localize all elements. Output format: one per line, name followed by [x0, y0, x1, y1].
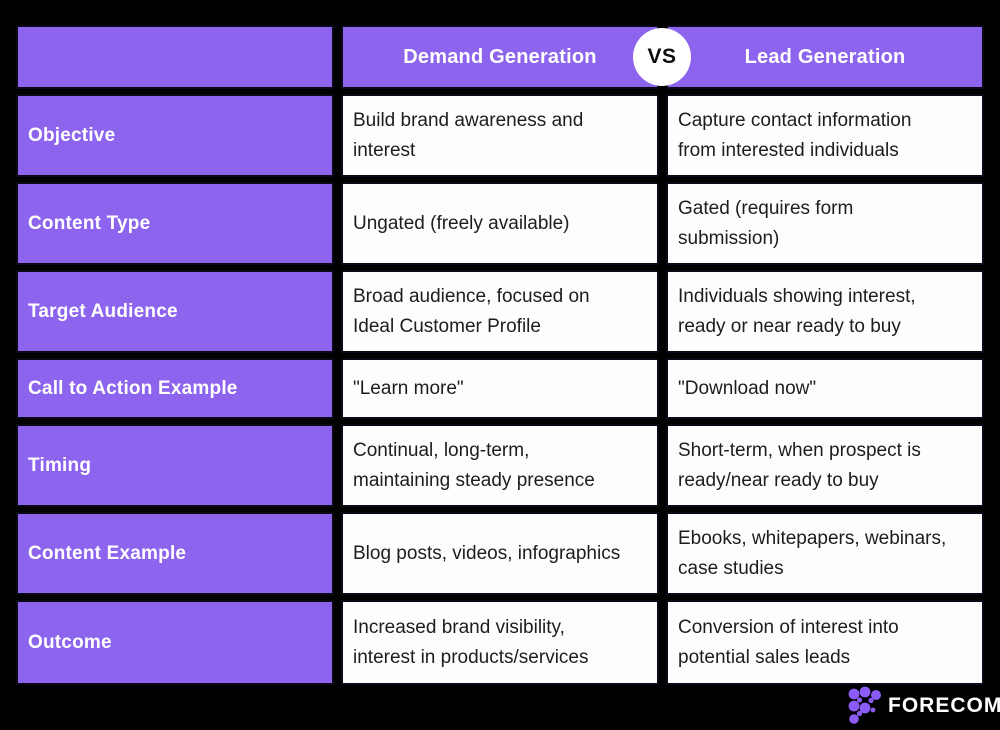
dot-cluster-icon	[846, 686, 882, 726]
cell-demand-outcome: Increased brand visibility, interest in …	[341, 600, 659, 685]
row-label-text: Content Type	[28, 212, 151, 234]
row-label-outcome: Outcome	[16, 600, 334, 685]
cell-lead-objective: Capture contact information from interes…	[666, 94, 984, 177]
cell-demand-content-example: Blog posts, videos, infographics	[341, 512, 659, 595]
comparison-table: Demand Generation Lead Generation Object…	[16, 25, 984, 685]
row-label-text: Target Audience	[28, 300, 178, 322]
cell-demand-cta-example: "Learn more"	[341, 358, 659, 419]
header-corner-cell	[16, 25, 334, 89]
header-demand-generation: Demand Generation	[341, 25, 659, 89]
header-lead-label: Lead Generation	[744, 45, 906, 68]
header-lead-generation: Lead Generation	[666, 25, 984, 89]
row-label-timing: Timing	[16, 424, 334, 507]
row-label-content-example: Content Example	[16, 512, 334, 595]
vs-label: VS	[647, 45, 677, 68]
cell-demand-target-audience: Broad audience, focused on Ideal Custome…	[341, 270, 659, 353]
row-label-objective: Objective	[16, 94, 334, 177]
row-label-text: Objective	[28, 124, 116, 146]
brand-logo: FORECOM	[846, 686, 1000, 726]
cell-lead-outcome: Conversion of interest into potential sa…	[666, 600, 984, 685]
header-demand-label: Demand Generation	[403, 45, 597, 68]
cell-lead-timing: Short-term, when prospect is ready/near …	[666, 424, 984, 507]
row-label-text: Content Example	[28, 542, 187, 564]
cell-demand-objective: Build brand awareness and interest	[341, 94, 659, 177]
row-label-text: Call to Action Example	[28, 377, 238, 399]
row-label-content-type: Content Type	[16, 182, 334, 265]
cell-lead-content-example: Ebooks, whitepapers, webinars, case stud…	[666, 512, 984, 595]
cell-demand-timing: Continual, long-term, maintaining steady…	[341, 424, 659, 507]
cell-demand-content-type: Ungated (freely available)	[341, 182, 659, 265]
cell-lead-target-audience: Individuals showing interest, ready or n…	[666, 270, 984, 353]
logo-text: FORECOM	[888, 694, 1000, 717]
cell-lead-cta-example: "Download now"	[666, 358, 984, 419]
row-label-text: Outcome	[28, 631, 112, 653]
row-label-text: Timing	[28, 454, 92, 476]
row-label-target-audience: Target Audience	[16, 270, 334, 353]
cell-lead-content-type: Gated (requires form submission)	[666, 182, 984, 265]
vs-badge: VS	[633, 28, 691, 86]
row-label-cta-example: Call to Action Example	[16, 358, 334, 419]
